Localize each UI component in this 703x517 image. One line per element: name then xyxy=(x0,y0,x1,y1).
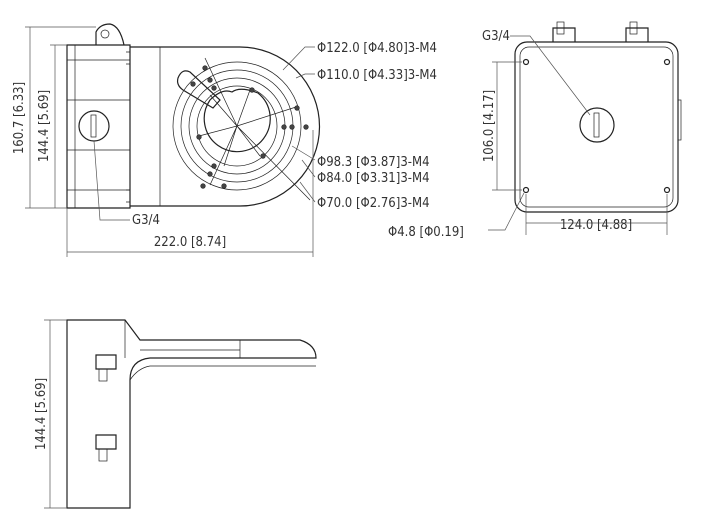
side-view: 144.4 [5.69] xyxy=(34,319,317,509)
dim-phi84: Φ84.0 [Φ3.31]3-M4 xyxy=(317,171,430,186)
front-view: Φ122.0 [Φ4.80]3-M4 Φ110.0 [Φ4.33]3-M4 Φ9… xyxy=(12,23,437,257)
mounting-rings xyxy=(172,57,311,201)
dim-hole-diameter: Φ4.8 [Φ0.19] xyxy=(388,225,464,240)
dim-hole-vertical: 106.0 [4.17] xyxy=(482,90,497,162)
thread-label-back: G3/4 xyxy=(482,29,510,44)
thread-label-front: G3/4 xyxy=(132,213,160,228)
g34-plug-back xyxy=(579,107,615,143)
dim-phi98: Φ98.3 [Φ3.87]3-M4 xyxy=(317,155,430,170)
back-view: G3/4 106.0 [4.17] 124.0 [4.88] Φ4.8 [Φ0.… xyxy=(388,21,682,240)
g34-plug-front xyxy=(78,110,110,142)
dim-phi110: Φ110.0 [Φ4.33]3-M4 xyxy=(317,68,437,83)
dim-side-height: 144.4 [5.69] xyxy=(34,378,49,450)
dim-height-body: 144.4 [5.69] xyxy=(37,90,52,162)
dim-phi70: Φ70.0 [Φ2.76]3-M4 xyxy=(317,196,430,211)
dim-phi122: Φ122.0 [Φ4.80]3-M4 xyxy=(317,41,437,56)
dim-height-overall: 160.7 [6.33] xyxy=(12,82,27,154)
dim-hole-horizontal: 124.0 [4.88] xyxy=(560,218,632,233)
dim-width: 222.0 [8.74] xyxy=(154,235,226,250)
